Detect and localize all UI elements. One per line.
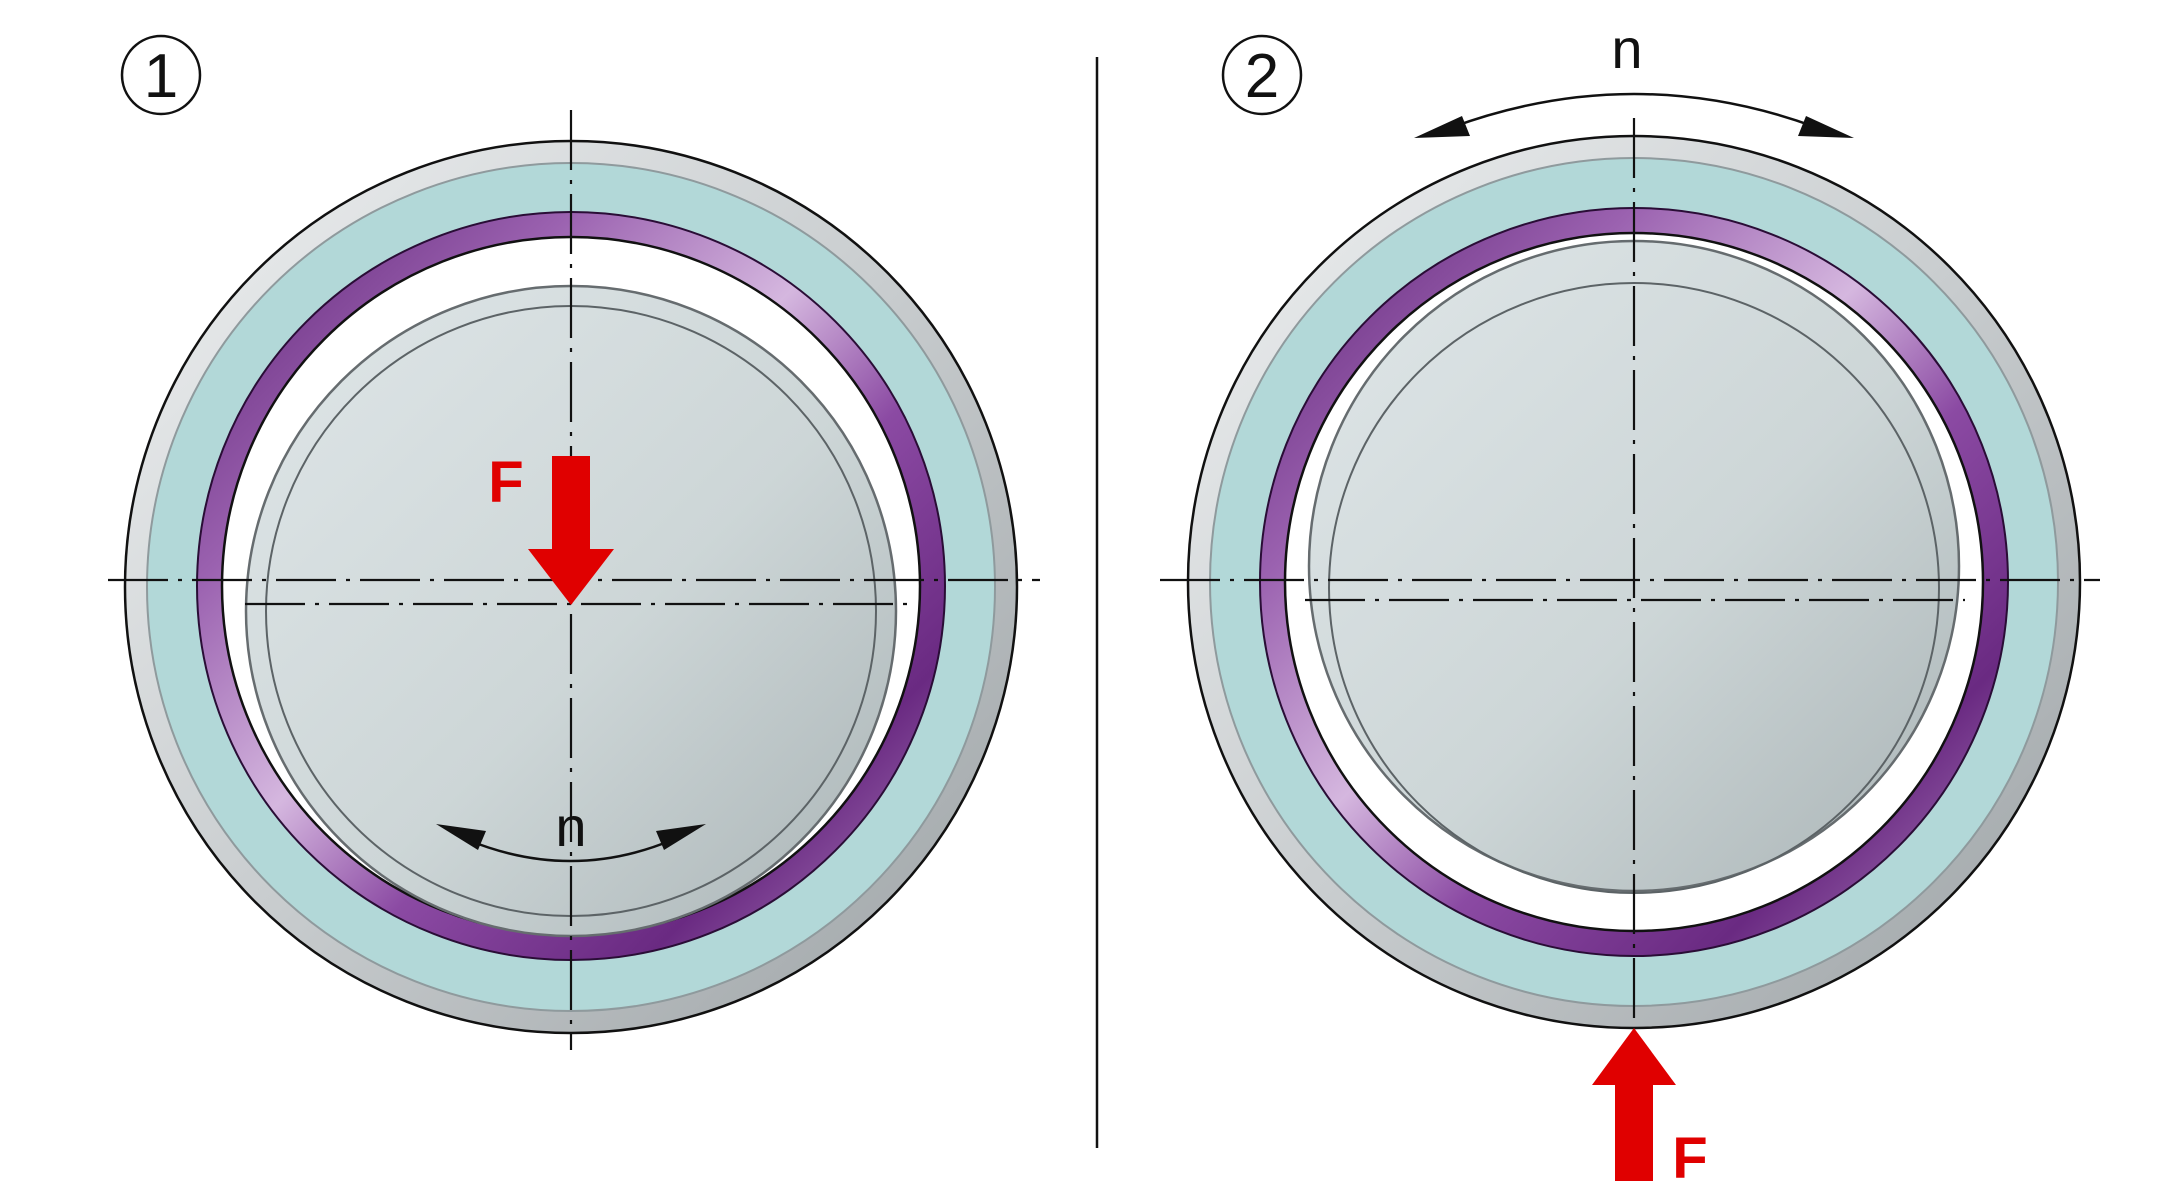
panel-1-number-badge: 1: [120, 34, 202, 116]
panel-1-force-label: F: [488, 450, 523, 515]
panel-2-force-arrow: [1592, 1028, 1676, 1181]
panel-2-rotation-label: n: [1611, 17, 1642, 80]
panel-1-rotation-label: n: [555, 795, 586, 858]
panel-2-centerlines: [1160, 118, 2100, 1030]
panel-2-number-badge: 2: [1221, 34, 1303, 116]
panel-1: 1 F: [108, 34, 1040, 1050]
panel-2-rotation-arc: [1414, 92, 1854, 138]
panel-2-force-label: F: [1672, 1126, 1707, 1191]
panel-1-number: 1: [144, 42, 178, 111]
panel-1-rotation-arc: [436, 824, 706, 863]
panel-1-force-arrow: [528, 456, 614, 605]
panel-2: 2 n: [1160, 17, 2100, 1191]
panel-2-number: 2: [1245, 42, 1279, 111]
